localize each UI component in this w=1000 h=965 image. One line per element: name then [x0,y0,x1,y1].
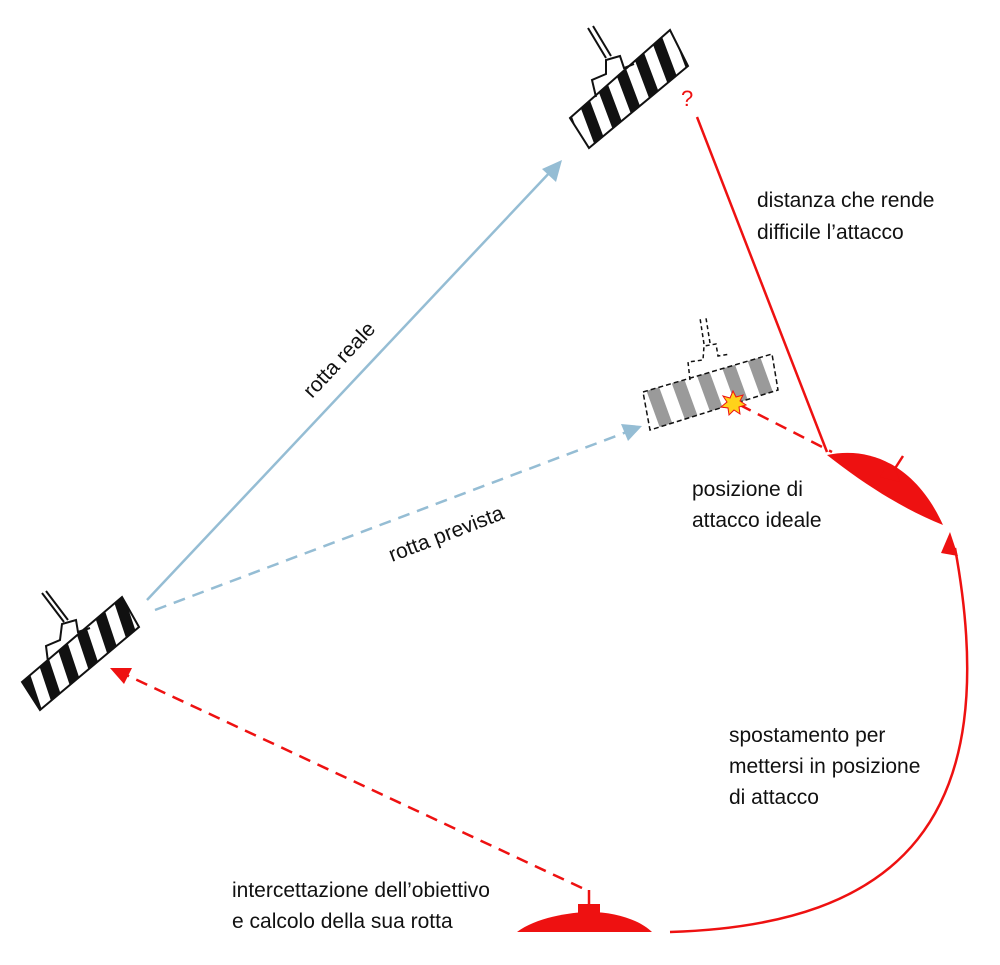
distance-label-line-1: distanza che rende [757,189,934,212]
explosion-icon [719,389,748,417]
ideal-position-label-line-1: posizione di [692,478,803,501]
ship-hull-stripes [643,354,778,430]
intercept-label-line-2: e calcolo della sua rotta [232,910,453,933]
intercept-label-line-1: intercettazione dell’obiettivo [232,879,490,902]
ship-icon [642,317,779,431]
distance-label-line-2: difficile l’attacco [757,221,904,244]
actual-course-label: rotta reale [299,318,380,403]
repositioning-curve-arrow [669,532,969,934]
ship-icon [20,590,141,712]
actual-course-arrow [146,160,562,601]
distance-line [695,116,829,453]
repositioning-label-line-1: spostamento per [729,724,885,747]
ideal-position-label-line-2: attacco ideale [692,509,822,532]
intercept-dashed-arrow [110,668,583,890]
predicted-course-arrow [154,424,642,612]
ideal-attack-dashed-line [739,403,833,454]
predicted-course-label: rotta prevista [386,502,508,567]
repositioning-label-line-2: mettersi in posizione [729,755,920,778]
ship-hull-stripes [22,597,139,710]
question-mark-icon: ? [681,86,693,111]
ship-icon [568,25,690,150]
submarine-icon [827,452,943,525]
submarine-icon [517,890,652,932]
repositioning-label-line-3: di attacco [729,786,819,809]
